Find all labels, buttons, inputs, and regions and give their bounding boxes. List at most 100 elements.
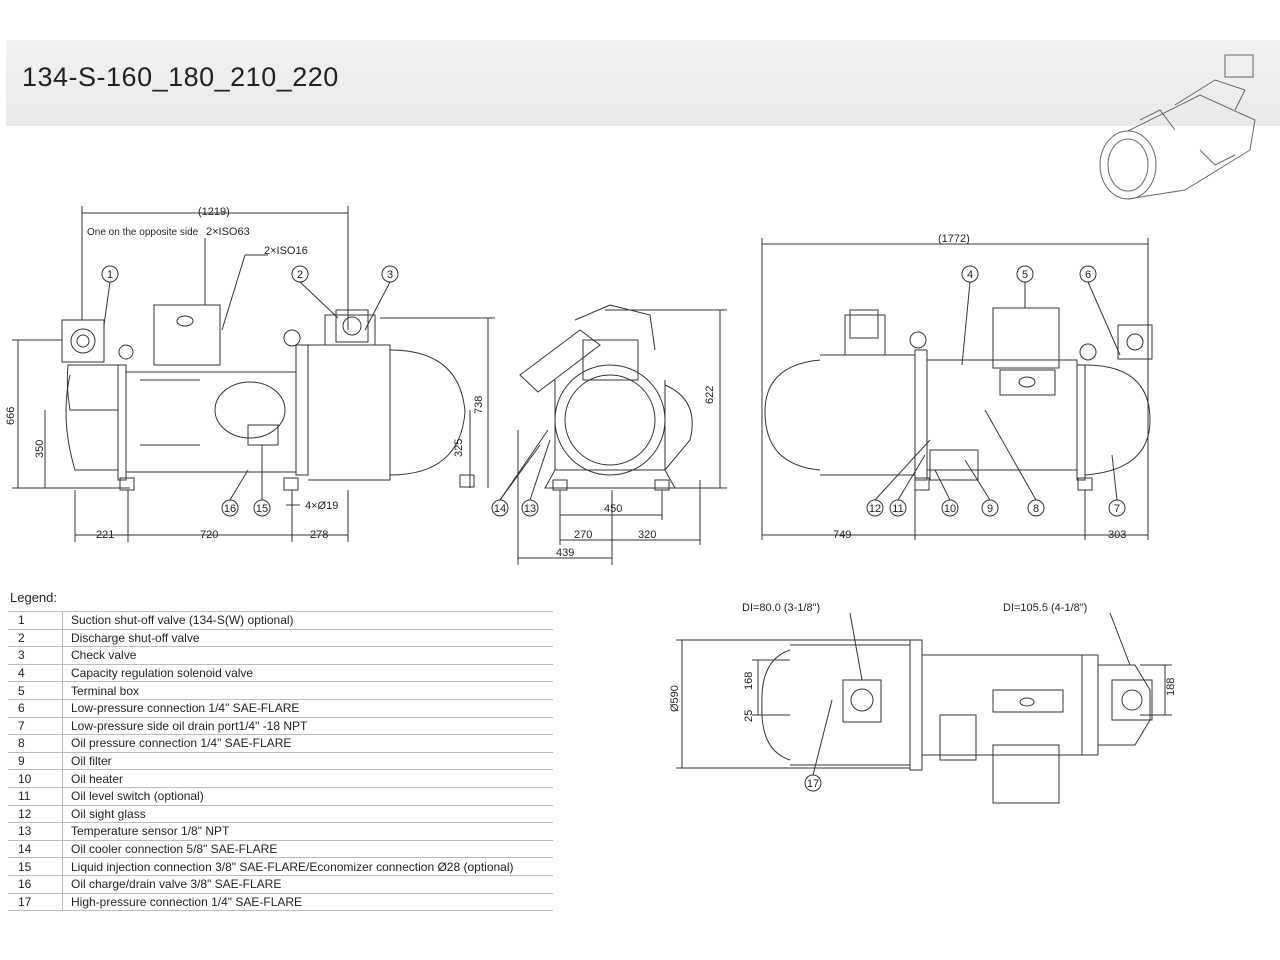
- dim-1219: (1219): [198, 206, 230, 218]
- dim-25: 25: [743, 710, 755, 722]
- svg-text:15: 15: [256, 503, 268, 515]
- callout-4: 4: [961, 265, 979, 283]
- svg-text:5: 5: [1022, 269, 1028, 281]
- legend-description: Liquid injection connection 3/8" SAE-FLA…: [62, 857, 553, 876]
- svg-text:6: 6: [1085, 269, 1091, 281]
- legend-number: 7: [8, 717, 63, 736]
- svg-text:14: 14: [494, 503, 506, 515]
- legend-number: 4: [8, 664, 63, 683]
- callout-16: 16: [221, 499, 239, 517]
- legend-description: Oil pressure connection 1/4" SAE-FLARE: [62, 734, 553, 753]
- svg-text:12: 12: [869, 503, 881, 515]
- svg-text:1: 1: [107, 269, 113, 281]
- legend-description: Oil filter: [62, 752, 553, 771]
- legend-number: 6: [8, 699, 63, 718]
- legend-description: Oil cooler connection 5/8" SAE-FLARE: [62, 840, 553, 859]
- dim-738: 738: [473, 396, 485, 414]
- top-view-bottom: [676, 612, 1172, 804]
- dim-350: 350: [34, 440, 46, 458]
- dim-221: 221: [96, 529, 114, 541]
- title-bar: [6, 40, 1280, 126]
- note-di-right: DI=105.5 (4-1/8"): [1003, 602, 1087, 614]
- dim-439: 439: [556, 547, 574, 559]
- compressor-3d-thumbnail: [1099, 54, 1256, 200]
- note-holes: 4×Ø19: [305, 500, 338, 512]
- legend-number: 1: [8, 611, 63, 630]
- callout-5: 5: [1016, 265, 1034, 283]
- legend-description: Low-pressure connection 1/4" SAE-FLARE: [62, 699, 553, 718]
- callout-9: 9: [981, 499, 999, 517]
- side-view-left: [12, 206, 495, 542]
- legend-number: 16: [8, 875, 63, 894]
- legend-description: Oil sight glass: [62, 805, 553, 824]
- callout-7: 7: [1108, 499, 1126, 517]
- legend-description: Discharge shut-off valve: [62, 629, 553, 648]
- legend-description: Oil level switch (optional): [62, 787, 553, 806]
- dim-590: Ø590: [669, 685, 681, 712]
- legend-number: 8: [8, 734, 63, 753]
- svg-text:7: 7: [1114, 503, 1120, 515]
- callout-10: 10: [941, 499, 959, 517]
- legend-number: 2: [8, 629, 63, 648]
- legend-description: Suction shut-off valve (134-S(W) optiona…: [62, 611, 553, 630]
- page-title: 134-S-160_180_210_220: [22, 62, 339, 92]
- dim-168: 168: [743, 672, 755, 690]
- svg-text:8: 8: [1033, 503, 1039, 515]
- callout-11: 11: [889, 499, 907, 517]
- svg-text:4: 4: [967, 269, 973, 281]
- svg-text:13: 13: [524, 503, 536, 515]
- dim-320: 320: [638, 529, 656, 541]
- callout-3: 3: [381, 265, 399, 283]
- legend-number: 10: [8, 769, 63, 788]
- svg-text:16: 16: [224, 503, 236, 515]
- callout-15: 15: [253, 499, 271, 517]
- legend-description: Oil heater: [62, 769, 553, 788]
- note-di-left: DI=80.0 (3-1/8"): [742, 602, 820, 614]
- legend-number: 5: [8, 681, 63, 700]
- dim-303: 303: [1108, 529, 1126, 541]
- legend-description: Oil charge/drain valve 3/8" SAE-FLARE: [62, 875, 553, 894]
- svg-text:3: 3: [387, 269, 393, 281]
- annotation-labels: One on the opposite side 2×ISO63 2×ISO16…: [87, 226, 1087, 614]
- legend-description: Low-pressure side oil drain port1/4" -18…: [62, 717, 553, 736]
- dim-749: 749: [833, 529, 851, 541]
- legend-number: 14: [8, 840, 63, 859]
- callout-14: 14: [491, 499, 509, 517]
- legend-number: 3: [8, 646, 63, 665]
- legend-description: High-pressure connection 1/4" SAE-FLARE: [62, 893, 553, 912]
- svg-text:11: 11: [892, 503, 903, 515]
- note-iso16: 2×ISO16: [264, 245, 308, 257]
- legend-description: Capacity regulation solenoid valve: [62, 664, 553, 683]
- dim-325: 325: [453, 439, 465, 457]
- dim-450: 450: [604, 503, 622, 515]
- callouts: 1 2 3 16 15 14 13 4 5 6 12 11 10 9 8 7 1…: [101, 265, 1126, 792]
- svg-text:2: 2: [297, 269, 303, 281]
- dim-622: 622: [704, 386, 716, 404]
- svg-text:9: 9: [987, 503, 993, 515]
- callout-12: 12: [866, 499, 884, 517]
- callout-13: 13: [521, 499, 539, 517]
- legend-description: Temperature sensor 1/8" NPT: [62, 822, 553, 841]
- dimension-labels: (1219) (1772) 666 350 325 738 622 221 72…: [5, 206, 1177, 722]
- legend-number: 13: [8, 822, 63, 841]
- callout-17: 17: [804, 774, 822, 792]
- note-opposite-side: One on the opposite side: [87, 227, 199, 238]
- legend-title: Legend:: [10, 590, 57, 605]
- legend-description: Terminal box: [62, 681, 553, 700]
- callout-1: 1: [101, 265, 119, 283]
- dim-720: 720: [200, 529, 218, 541]
- dim-1772: (1772): [938, 233, 970, 245]
- dim-188: 188: [1165, 678, 1177, 696]
